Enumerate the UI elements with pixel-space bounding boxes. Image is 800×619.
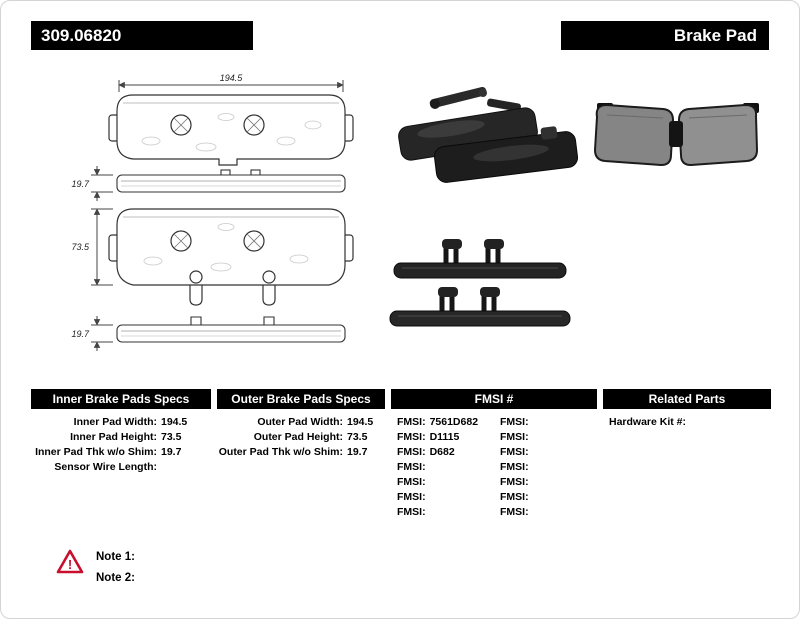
- pad-edge-view-top: [116, 169, 346, 193]
- note-lines: Note 1: Note 2:: [96, 549, 135, 593]
- dim-thickness-bottom: [91, 316, 113, 351]
- spec-value: 73.5: [347, 431, 368, 443]
- spec-label: Inner Pad Thk w/o Shim:: [35, 446, 157, 458]
- fmsi-label: FMSI:: [500, 461, 529, 473]
- fmsi-row: FMSI:: [500, 475, 597, 490]
- spec-label: Inner Pad Height:: [70, 431, 157, 443]
- fmsi-label: FMSI:: [397, 431, 426, 443]
- outer-spec-row: Outer Pad Thk w/o Shim: 19.7: [217, 445, 385, 460]
- fmsi-body: FMSI: 7561D682 FMSI: D1115 FMSI: D682 FM…: [391, 415, 597, 520]
- fmsi-label: FMSI:: [500, 416, 529, 428]
- fmsi-row: FMSI:: [500, 415, 597, 430]
- spec-label: Outer Pad Width:: [257, 416, 343, 428]
- pad-front-view-bottom: [108, 208, 354, 306]
- outer-specs-header: Outer Brake Pads Specs: [217, 389, 385, 409]
- spec-value: 19.7: [161, 446, 182, 458]
- fmsi-left-subcolumn: FMSI: 7561D682 FMSI: D1115 FMSI: D682 FM…: [391, 415, 494, 520]
- edge-pad-1: [393, 239, 567, 279]
- warning-icon: !: [56, 549, 84, 574]
- fmsi-row: FMSI:: [500, 460, 597, 475]
- pad-pair-back: [398, 107, 579, 183]
- dim-height-label: 73.5: [71, 242, 90, 252]
- fmsi-label: FMSI:: [500, 506, 529, 518]
- dim-thickness-top-label: 19.7: [71, 179, 90, 189]
- fmsi-row: FMSI: D682: [397, 445, 494, 460]
- part-number-header: 309.06820: [31, 21, 253, 50]
- fmsi-label: FMSI:: [500, 446, 529, 458]
- inner-specs-column: Inner Brake Pads Specs Inner Pad Width: …: [31, 389, 211, 520]
- note-1: Note 1:: [96, 551, 135, 563]
- inner-spec-row: Inner Pad Height: 73.5: [31, 430, 211, 445]
- fmsi-row: FMSI:: [500, 445, 597, 460]
- related-part-label: Hardware Kit #:: [609, 416, 687, 428]
- fmsi-value: 7561D682: [429, 416, 479, 428]
- fmsi-label: FMSI:: [397, 461, 426, 473]
- dim-width-label: 194.5: [220, 73, 244, 83]
- notes-section: ! Note 1: Note 2:: [56, 549, 135, 593]
- related-parts-header: Related Parts: [603, 389, 771, 409]
- fmsi-label: FMSI:: [500, 431, 529, 443]
- fmsi-row: FMSI:: [500, 505, 597, 520]
- outer-specs-column: Outer Brake Pads Specs Outer Pad Width: …: [217, 389, 385, 520]
- edge-pad-2: [389, 287, 571, 327]
- inner-spec-row: Inner Pad Thk w/o Shim: 19.7: [31, 445, 211, 460]
- fmsi-row: FMSI:: [397, 475, 494, 490]
- fmsi-row: FMSI:: [397, 460, 494, 475]
- related-part-row: Hardware Kit #:: [603, 415, 771, 430]
- fmsi-header: FMSI #: [391, 389, 597, 409]
- related-parts-column: Related Parts Hardware Kit #:: [603, 389, 771, 520]
- spec-label: Sensor Wire Length:: [54, 461, 157, 473]
- inner-specs-header: Inner Brake Pads Specs: [31, 389, 211, 409]
- fmsi-row: FMSI:: [397, 505, 494, 520]
- spec-label: Inner Pad Width:: [73, 416, 157, 428]
- product-photo-pads-angled: [398, 87, 759, 183]
- fmsi-value: D682: [429, 446, 455, 458]
- dim-thickness-top: [91, 166, 113, 201]
- fmsi-label: FMSI:: [397, 446, 426, 458]
- fmsi-label: FMSI:: [500, 491, 529, 503]
- fmsi-label: FMSI:: [397, 506, 426, 518]
- spec-label: Outer Pad Thk w/o Shim:: [218, 446, 343, 458]
- pad-edge-view-bottom: [116, 316, 346, 343]
- dim-thickness-bottom-label: 19.7: [71, 329, 90, 339]
- fmsi-column: FMSI # FMSI: 7561D682 FMSI: D1115 FMSI: …: [391, 389, 597, 520]
- outer-spec-row: Outer Pad Width: 194.5: [217, 415, 385, 430]
- inner-spec-row: Sensor Wire Length:: [31, 460, 211, 475]
- fmsi-label: FMSI:: [397, 491, 426, 503]
- dim-height: [91, 208, 113, 286]
- product-photo-pads-edge: [389, 239, 571, 327]
- technical-drawing: 194.5: [71, 73, 354, 351]
- spec-value: 19.7: [347, 446, 368, 458]
- fmsi-label: FMSI:: [500, 476, 529, 488]
- fmsi-label: FMSI:: [397, 476, 426, 488]
- spec-value: 73.5: [161, 431, 182, 443]
- spec-value: 194.5: [161, 416, 188, 428]
- fmsi-row: FMSI:: [500, 490, 597, 505]
- fmsi-label: FMSI:: [397, 416, 426, 428]
- pad-front-view-top: [108, 94, 354, 166]
- outer-spec-row: Outer Pad Height: 73.5: [217, 430, 385, 445]
- fmsi-row: FMSI:: [397, 490, 494, 505]
- fmsi-row: FMSI: D1115: [397, 430, 494, 445]
- product-name-header: Brake Pad: [561, 21, 769, 50]
- specs-table: Inner Brake Pads Specs Inner Pad Width: …: [31, 389, 771, 520]
- warning-exclamation: !: [68, 557, 72, 572]
- fmsi-row: FMSI: 7561D682: [397, 415, 494, 430]
- fmsi-right-subcolumn: FMSI: FMSI: FMSI: FMSI:: [494, 415, 597, 520]
- note-2: Note 2:: [96, 572, 135, 584]
- spec-value: 194.5: [347, 416, 374, 428]
- spec-label: Outer Pad Height:: [253, 431, 343, 443]
- pad-pair-front: [593, 103, 759, 167]
- dim-width: [118, 80, 344, 92]
- fmsi-value: D1115: [429, 431, 460, 443]
- warning-icon-wrap: !: [56, 549, 84, 579]
- fmsi-row: FMSI:: [500, 430, 597, 445]
- inner-spec-row: Inner Pad Width: 194.5: [31, 415, 211, 430]
